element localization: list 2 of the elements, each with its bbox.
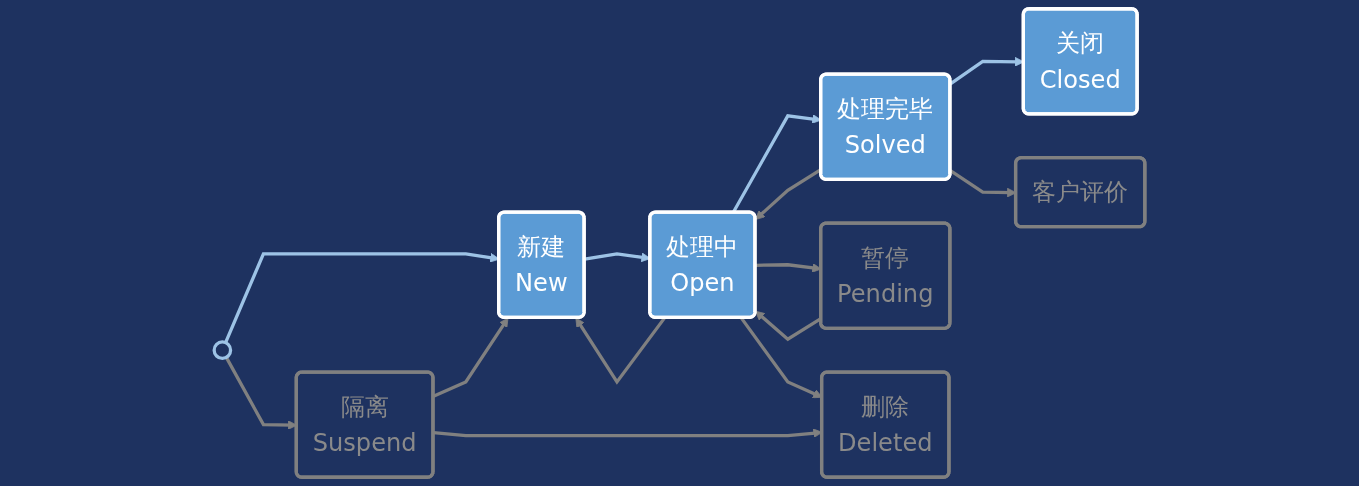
node-circle: [212, 340, 233, 361]
arrow: [575, 316, 666, 385]
